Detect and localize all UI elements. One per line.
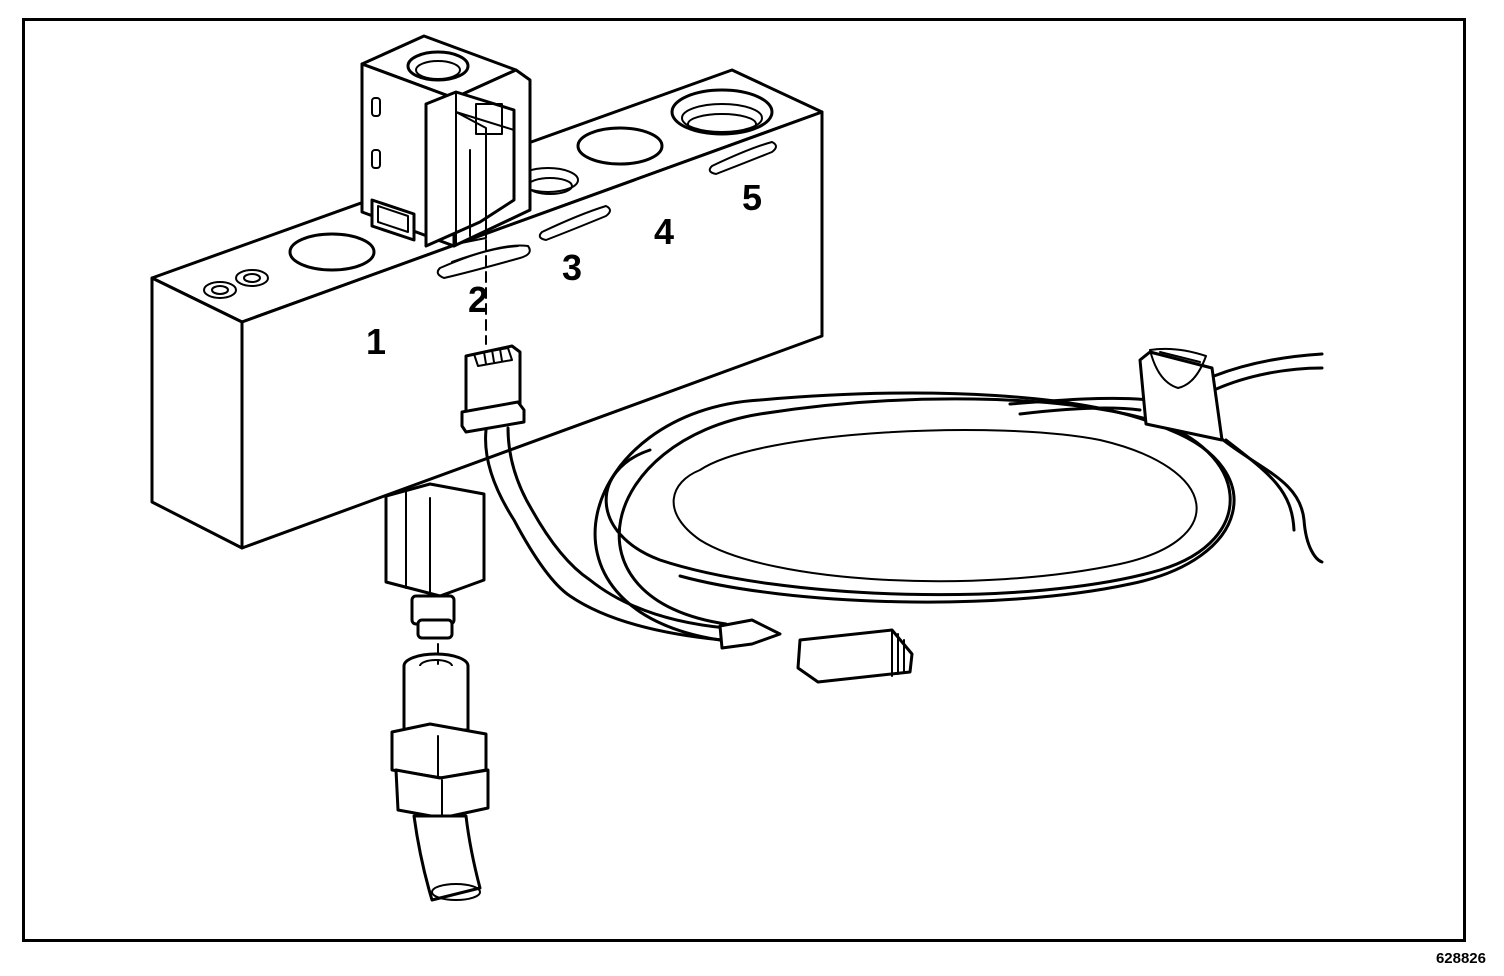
fuse-holder (1138, 347, 1224, 442)
harness-connector (718, 618, 914, 684)
port-labels: 1 2 3 4 5 (366, 177, 762, 362)
port-label-5: 5 (742, 177, 762, 218)
port-label-2: 2 (468, 279, 488, 320)
solenoid-valve (360, 34, 532, 248)
port-label-3: 3 (562, 247, 582, 288)
figure-id: 628826 (1435, 950, 1486, 967)
figure-frame (22, 18, 1466, 942)
port-label-1: 1 (366, 321, 386, 362)
pressure-fitting (384, 482, 490, 902)
solenoid-connector (460, 344, 526, 434)
port-label-4: 4 (654, 211, 674, 252)
